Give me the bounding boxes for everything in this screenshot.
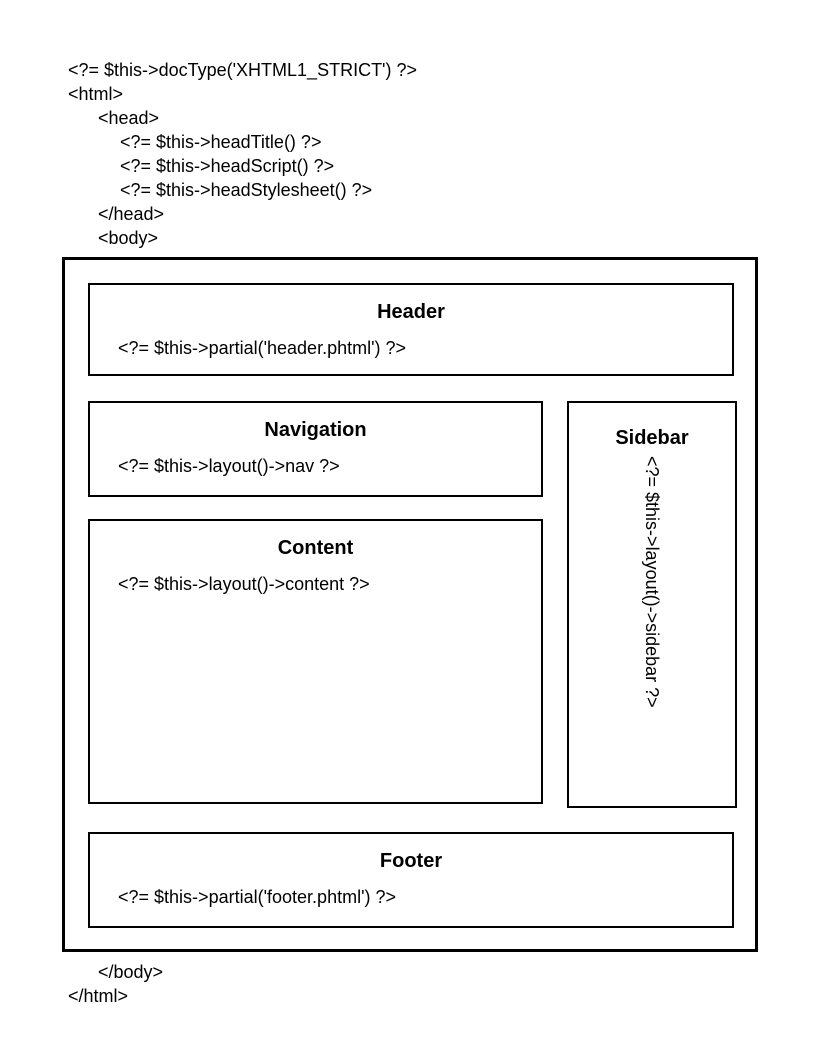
navigation-box: Navigation <?= $this->layout()->nav ?> (88, 401, 543, 497)
code-line-body-close: </body> (98, 962, 164, 982)
navigation-box-code: <?= $this->layout()->nav ?> (118, 456, 340, 476)
footer-box-code: <?= $this->partial('footer.phtml') ?> (118, 887, 397, 907)
code-line-head-open: <head> (98, 108, 160, 128)
sidebar-box-title: Sidebar (615, 427, 689, 449)
body-layout-box: Header <?= $this->partial('header.phtml'… (62, 257, 758, 952)
code-block-top: <?= $this->docType('XHTML1_STRICT') ?> <… (68, 58, 417, 250)
code-line-headscript: <?= $this->headScript() ?> (120, 156, 335, 176)
sidebar-box: Sidebar <?= $this->layout()->sidebar ?> (567, 401, 737, 808)
sidebar-box-code: <?= $this->layout()->sidebar ?> (642, 456, 662, 708)
code-line-body-open: <body> (98, 228, 159, 248)
code-line-head-close: </head> (98, 204, 165, 224)
content-box: Content <?= $this->layout()->content ?> (88, 519, 543, 804)
navigation-box-title: Navigation (264, 419, 367, 441)
code-line-headtitle: <?= $this->headTitle() ?> (120, 132, 322, 152)
content-box-code: <?= $this->layout()->content ?> (118, 574, 370, 594)
footer-box-title: Footer (379, 850, 443, 872)
code-line-html-open: <html> (68, 84, 124, 104)
header-box: Header <?= $this->partial('header.phtml'… (88, 283, 734, 376)
code-line-doctype: <?= $this->docType('XHTML1_STRICT') ?> (68, 60, 418, 80)
code-line-headstylesheet: <?= $this->headStylesheet() ?> (120, 180, 373, 200)
header-box-code: <?= $this->partial('header.phtml') ?> (118, 338, 407, 358)
code-block-bottom: </body> </html> (68, 960, 163, 1008)
content-box-title: Content (277, 537, 354, 559)
header-box-title: Header (377, 301, 445, 323)
code-line-html-close: </html> (68, 986, 129, 1006)
footer-box: Footer <?= $this->partial('footer.phtml'… (88, 832, 734, 928)
